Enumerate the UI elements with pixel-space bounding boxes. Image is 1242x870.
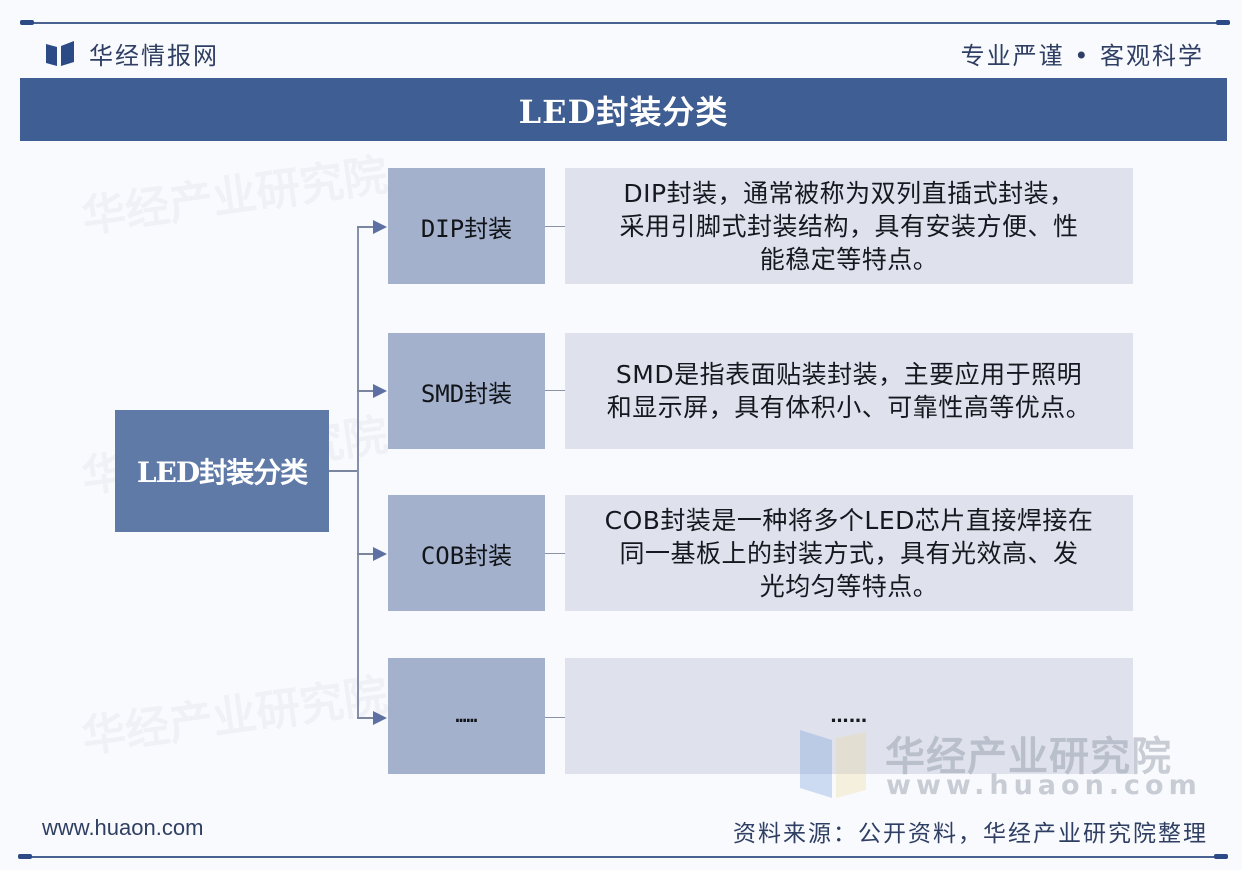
description-node-dip: DIP封装，通常被称为双列直插式封装， 采用引脚式封装结构，具有安装方便、性 能… [565,168,1133,284]
arrow-right-icon [373,384,387,398]
branch-connector-smd [357,390,375,392]
category-label: SMD封装 [420,379,513,408]
arrow-right-icon [373,547,387,561]
description-text: COB封装是一种将多个LED芯片直接焊接在 同一基板上的封装方式，具有光效高、发… [605,504,1094,603]
book-logo-icon [46,41,74,66]
page-title: LED封装分类 [518,92,729,131]
description-line: …… [830,705,868,727]
description-line: SMD是指表面贴装封装，主要应用于照明 [615,360,1083,389]
desc-connector-smd [545,390,565,391]
watermark-logo-icon [800,730,866,798]
description-text: …… [831,700,868,733]
bottom-rule-cap-right [1214,854,1228,859]
desc-connector-cob [545,553,565,554]
category-label: …… [455,705,478,727]
bottom-rule [20,856,1228,858]
category-node-dip: DIP封装 [388,168,545,284]
brand-name: 华经情报网 [89,42,219,70]
footer-source: 资料来源：公开资料，华经产业研究院整理 [733,821,1208,847]
description-node-smd: SMD是指表面贴装封装，主要应用于照明 和显示屏，具有体积小、可靠性高等优点。 [565,333,1133,449]
category-node-smd: SMD封装 [388,333,545,449]
trunk-connector [357,226,359,719]
arrow-right-icon [373,220,387,234]
top-rule-cap-left [20,20,34,25]
background-watermark: 华经产业研究院 [78,669,391,764]
watermark-name: 华经产业研究院 [885,734,1172,780]
description-line: 能稳定等特点。 [759,244,939,274]
title-banner: LED封装分类 [20,78,1227,141]
desc-connector-more [545,717,565,718]
watermark-url: www.huaon.com [886,770,1202,801]
description-line: COB封装是一种将多个LED芯片直接焊接在 [604,505,1094,535]
branch-connector-dip [357,226,375,228]
root-node-label: LED封装分类 [136,456,308,489]
category-label: DIP封装 [420,214,513,243]
description-line: 采用引脚式封装结构，具有安装方便、性 [619,211,1079,241]
description-text: SMD是指表面贴装封装，主要应用于照明 和显示屏，具有体积小、可靠性高等优点。 [607,358,1092,424]
root-connector [329,470,359,472]
slogan: 专业严谨 • 客观科学 [960,42,1204,70]
category-node-more: …… [388,658,545,774]
description-node-cob: COB封装是一种将多个LED芯片直接焊接在 同一基板上的封装方式，具有光效高、发… [565,495,1133,611]
branch-connector-more [357,717,375,719]
description-line: DIP封装，通常被称为双列直插式封装， [623,178,1075,208]
description-line: 同一基板上的封装方式，具有光效高、发 [619,538,1079,568]
top-rule [22,22,1230,24]
description-line: 和显示屏，具有体积小、可靠性高等优点。 [606,393,1092,422]
arrow-right-icon [373,711,387,725]
category-node-cob: COB封装 [388,495,545,611]
description-line: 光均匀等特点。 [759,571,939,601]
description-node-more: …… [565,658,1133,774]
background-watermark: 华经产业研究院 [78,149,391,244]
description-text: DIP封装，通常被称为双列直插式封装， 采用引脚式封装结构，具有安装方便、性 能… [619,177,1078,276]
bottom-rule-cap-left [18,854,32,859]
footer-url[interactable]: www.huaon.com [42,815,204,840]
branch-connector-cob [357,553,375,555]
category-label: COB封装 [420,541,513,570]
root-node: LED封装分类 [115,410,329,532]
top-rule-cap-right [1216,20,1230,25]
desc-connector-dip [545,226,565,227]
